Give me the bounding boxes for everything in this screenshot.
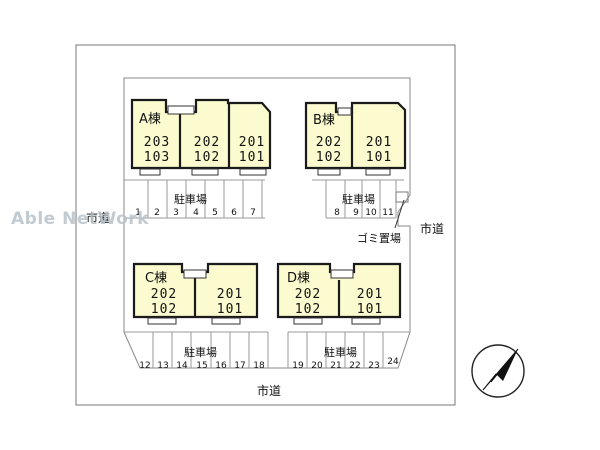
unit-b-102: 102 [316,150,342,165]
unit-b-101: 101 [366,150,392,165]
parking-space-18: 18 [253,361,265,371]
building-a [130,98,272,176]
parking-top-left [124,179,265,219]
unit-d-202: 202 [295,287,321,302]
building-b-label: B棟 [313,113,335,128]
unit-c-102: 102 [151,302,177,317]
building-c-label: C棟 [145,271,167,286]
parking-space-22: 22 [349,361,360,371]
unit-b-201: 201 [366,135,392,150]
parking-label-bottom-left: 駐車場 [184,345,217,359]
parking-space-13: 13 [157,361,168,371]
road-label-right: 市道 [420,221,444,236]
parking-space-5: 5 [212,208,218,218]
parking-space-19: 19 [292,361,304,371]
parking-space-6: 6 [231,208,237,218]
parking-space-10: 10 [365,208,377,218]
parking-space-4: 4 [193,208,199,218]
parking-space-2: 2 [154,208,160,218]
building-c [132,262,259,325]
parking-space-23: 23 [368,361,379,371]
parking-space-1: 1 [135,208,141,218]
parking-space-15: 15 [196,361,207,371]
building-a-label: A棟 [139,112,161,127]
parking-space-7: 7 [250,208,256,218]
unit-a-101: 101 [239,150,265,165]
parking-space-17: 17 [234,361,245,371]
parking-top-right [312,179,409,229]
building-d-label: D棟 [287,271,310,286]
unit-b-202: 202 [316,135,342,150]
unit-a-202: 202 [194,135,220,150]
unit-a-203: 203 [144,135,170,150]
parking-space-3: 3 [173,208,179,218]
building-b [304,101,407,176]
parking-space-21: 21 [330,361,341,371]
unit-a-103: 103 [144,150,170,165]
parking-space-24: 24 [387,357,399,367]
parking-space-20: 20 [311,361,323,371]
unit-d-102: 102 [295,302,321,317]
parking-space-14: 14 [176,361,188,371]
unit-c-101: 101 [217,302,243,317]
parking-space-12: 12 [139,361,150,371]
parking-label-top-left: 駐車場 [174,192,207,206]
building-d [276,262,402,325]
parking-space-9: 9 [353,208,359,218]
unit-c-202: 202 [151,287,177,302]
parking-space-8: 8 [334,208,340,218]
unit-c-201: 201 [217,287,243,302]
parking-label-bottom-right: 駐車場 [324,345,357,359]
parking-space-16: 16 [215,361,227,371]
road-label-bottom: 市道 [257,383,281,398]
watermark-text: Able NetWork [11,209,149,229]
parking-bottom-left [123,331,269,369]
unit-a-201: 201 [239,135,265,150]
road-label-left: 市道 [86,210,110,225]
parking-bottom-right [287,331,410,368]
garbage-area-label: ゴミ置場 [357,231,401,245]
parking-label-top-right: 駐車場 [342,192,375,206]
north-arrow-icon [471,344,525,398]
unit-a-102: 102 [194,150,220,165]
unit-d-101: 101 [357,302,383,317]
parking-space-11: 11 [382,208,393,218]
unit-d-201: 201 [357,287,383,302]
